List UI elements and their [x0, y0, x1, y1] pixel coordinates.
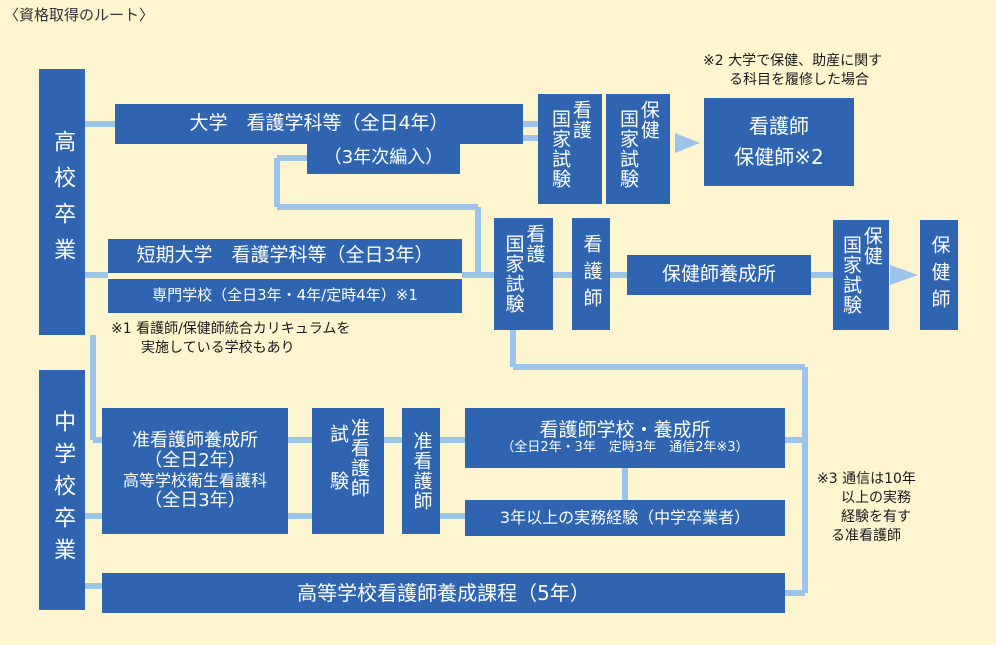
high-school-5yr-box: 高等学校看護師養成課程（5年） [102, 573, 785, 613]
assoc-nurse-school-line2: （全日2年） [144, 450, 246, 472]
high-school-graduate-box: 高校卒業 [39, 69, 85, 335]
nurse-exam-kind-top: 看護 [569, 100, 592, 140]
third-year-transfer-label: （3年次編入） [323, 146, 444, 168]
assoc-nurse-result-label: 准看護師 [410, 431, 433, 511]
nurse-exam-box-mid: 国家試験 看護 [494, 218, 553, 330]
vocational-school-box: 専門学校（全日3年・4年/定時4年）※1 [108, 279, 462, 313]
nurse-school-line2: （全日2年・3年 定時3年 通信2年※3） [501, 440, 749, 456]
note-3-line2: 以上の実務 [841, 489, 911, 506]
third-year-transfer-box: （3年次編入） [307, 142, 460, 174]
phn-exam-kind-right: 保健 [860, 226, 883, 266]
university-route-label: 大学 看護学科等（全日4年） [189, 112, 449, 135]
assoc-exam-label: 試験 [327, 424, 349, 518]
nurse-school-box: 看護師学校・養成所 （全日2年・3年 定時3年 通信2年※3） [465, 408, 785, 468]
phn-exam-kind-top: 保健 [637, 100, 660, 140]
assoc-nurse-school-line1: 准看護師養成所 [132, 429, 258, 451]
assoc-exam-kind: 准看護師 [347, 418, 370, 498]
work-experience-label: 3年以上の実務経験（中学卒業者） [499, 507, 751, 527]
nurse-result-label: 看護師 [580, 233, 603, 315]
junior-high-graduate-label: 中学校卒業 [50, 410, 76, 570]
note-3-line4: る准看護師 [831, 527, 901, 544]
nurse-school-line1: 看護師学校・養成所 [539, 418, 711, 441]
note-1-line1: ※1 看護師/保健師統合カリキュラムを [111, 321, 351, 337]
note-3: ※3 通信は10年 以上の実務 経験を有す る准看護師 [817, 470, 916, 546]
work-experience-box: 3年以上の実務経験（中学卒業者） [465, 500, 785, 536]
assoc-nurse-exam-box: 試験 准看護師 [312, 408, 384, 534]
junior-college-box: 短期大学 看護学科等（全日3年） [108, 239, 462, 273]
national-exam-label-top: 国家試験 [549, 109, 571, 189]
phn-school-label: 保健師養成所 [661, 263, 776, 286]
phn-school-box: 保健師養成所 [627, 255, 811, 295]
high-school-graduate-label: 高校卒業 [50, 130, 76, 274]
note-3-line3: 経験を有す [841, 508, 911, 525]
assoc-nurse-school-line4: （全日3年） [144, 489, 246, 511]
note-2-line2: る科目を履修した場合 [729, 71, 869, 88]
nurse-phn-result-line2: 保健師※2 [734, 145, 824, 169]
note-1-line2: 実施している学校もあり [141, 339, 295, 356]
national-exam-label-mid: 国家試験 [502, 234, 525, 314]
nurse-phn-result-box: 看護師 保健師※2 [704, 98, 854, 186]
note-2-line1: ※2 大学で保健、助産に関す [703, 53, 883, 69]
university-route-box: 大学 看護学科等（全日4年） [115, 104, 523, 144]
nurse-phn-result-line1: 看護師 [749, 114, 809, 138]
high-school-5yr-label: 高等学校看護師養成課程（5年） [297, 580, 590, 605]
nurse-result-box: 看護師 [572, 218, 610, 330]
note-1: ※1 看護師/保健師統合カリキュラムを 実施している学校もあり [111, 320, 350, 358]
phn-result-box: 保健師 [920, 220, 958, 330]
assoc-nurse-school-line3: 高等学校衛生看護科 [122, 471, 267, 491]
nurse-exam-box-top: 国家試験 看護 [538, 94, 602, 204]
national-exam-label-top-phn: 国家試験 [617, 109, 639, 189]
junior-college-label: 短期大学 看護学科等（全日3年） [136, 244, 434, 267]
note-3-line1: ※3 通信は10年 [817, 471, 916, 487]
assoc-nurse-school-box: 准看護師養成所 （全日2年） 高等学校衛生看護科 （全日3年） [102, 408, 288, 534]
phn-exam-box-top: 国家試験 保健 [606, 94, 670, 204]
vocational-school-label: 専門学校（全日3年・4年/定時4年）※1 [152, 286, 418, 305]
junior-high-graduate-box: 中学校卒業 [39, 370, 85, 610]
assoc-nurse-result-box: 准看護師 [402, 408, 440, 534]
phn-result-label: 保健師 [928, 234, 951, 316]
diagram-title: 〈資格取得のルート〉 [4, 6, 155, 24]
national-exam-label-right: 国家試験 [840, 235, 862, 315]
phn-exam-box-right: 国家試験 保健 [833, 220, 889, 330]
note-2: ※2 大学で保健、助産に関す る科目を履修した場合 [703, 52, 882, 90]
nurse-exam-kind-mid: 看護 [523, 224, 546, 264]
